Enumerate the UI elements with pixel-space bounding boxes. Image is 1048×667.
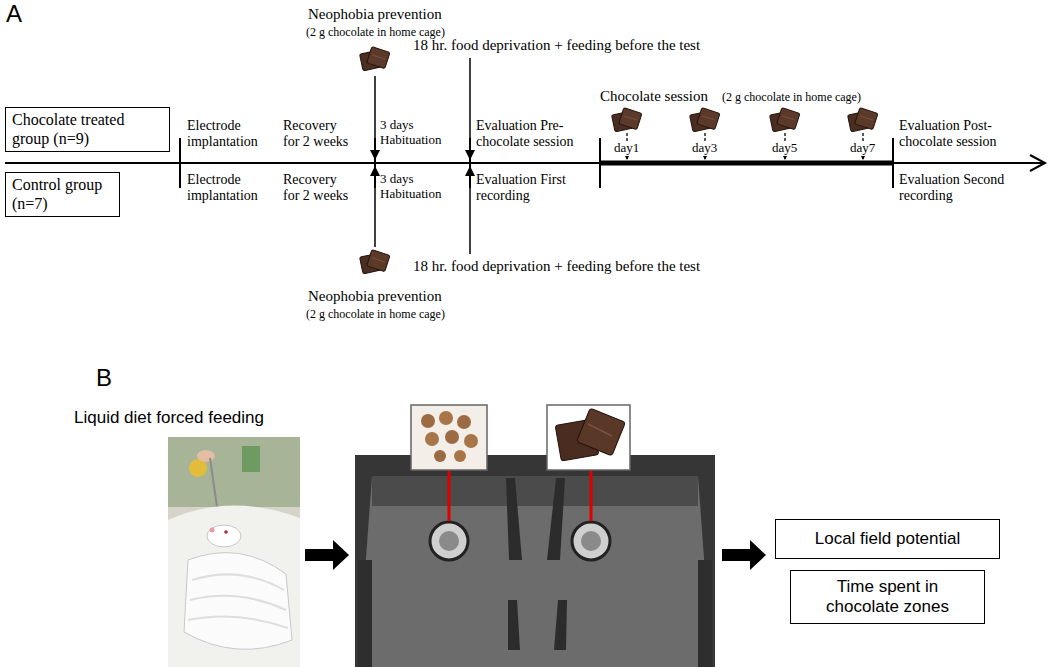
chocolate-inset <box>547 405 630 470</box>
timeline <box>5 162 1044 164</box>
timeline <box>1030 155 1045 171</box>
chocolate-icon <box>612 108 642 132</box>
phase-label: Electrode implantation <box>187 118 279 150</box>
apparatus-photo <box>547 478 565 560</box>
apparatus-photo <box>372 476 698 506</box>
apparatus-photo <box>506 478 522 560</box>
event-arrow <box>374 167 376 247</box>
food-inset <box>454 450 466 462</box>
annotation: (2 g chocolate in home cage) <box>722 91 861 105</box>
day-label: day7 <box>849 141 876 156</box>
feeding-photo <box>168 437 300 667</box>
feeding-photo <box>224 530 228 534</box>
annotation: 18 hr. food deprivation + feeding before… <box>413 258 700 275</box>
day-label: day1 <box>613 141 640 156</box>
output-box: Time spent in chocolate zones <box>790 570 985 624</box>
apparatus-photo <box>358 560 372 667</box>
phase-label: Evaluation Pre-chocolate session <box>476 118 594 150</box>
leader-line <box>590 471 593 521</box>
apparatus-photo <box>358 476 712 667</box>
event-arrow <box>374 76 376 159</box>
feeding-photo <box>197 450 215 462</box>
food-inset <box>434 450 446 462</box>
apparatus-photo <box>698 560 712 667</box>
flow-arrow <box>722 540 766 570</box>
chocolate-icon <box>848 108 878 132</box>
event-arrow <box>375 58 470 254</box>
chocolate-icon <box>360 47 390 71</box>
output-box: Local field potential <box>775 519 1000 559</box>
phase-label: 3 days Habituation <box>380 172 466 202</box>
event-arrow <box>469 58 471 159</box>
chocolate-icon <box>690 108 720 132</box>
annotation: Chocolate session <box>600 88 708 105</box>
photo-caption: Liquid diet forced feeding <box>74 408 264 428</box>
food-inset <box>411 405 487 470</box>
apparatus-photo <box>439 531 459 551</box>
timeline-tick <box>599 138 601 188</box>
phase-label: 3 days Habituation <box>380 118 466 148</box>
apparatus-photo <box>572 522 610 560</box>
feeding-photo <box>168 437 300 667</box>
timeline <box>5 155 1045 171</box>
food-inset <box>439 411 453 425</box>
phase-label: Electrode implantation <box>187 172 279 204</box>
timeline-tick <box>892 138 894 188</box>
leader-line <box>449 471 591 521</box>
feeding-photo <box>207 525 241 547</box>
chocolate-inset <box>577 408 626 456</box>
event-arrow <box>469 167 471 254</box>
phase-label: Evaluation First recording <box>476 172 594 204</box>
chocolate-inset <box>588 424 612 436</box>
phase-label: Evaluation Post-chocolate session <box>899 118 1034 150</box>
food-inset <box>457 415 471 429</box>
feeding-photo <box>188 574 288 628</box>
group-box: Control group (n=7) <box>5 172 120 217</box>
feeding-photo <box>184 553 292 650</box>
phase-label: Recovery for 2 weeks <box>283 118 355 150</box>
apparatus-photo <box>554 600 567 650</box>
annotation: 18 hr. food deprivation + feeding before… <box>413 37 700 54</box>
chocolate-inset <box>547 405 630 470</box>
phase-label: Evaluation Second recording <box>899 172 1009 204</box>
feeding-photo <box>242 446 260 472</box>
apparatus-photo <box>355 455 715 667</box>
box-text: Local field potential <box>786 529 989 549</box>
phase-label: Recovery for 2 weeks <box>283 172 355 204</box>
feeding-photo <box>210 528 215 533</box>
apparatus-photo <box>508 600 520 650</box>
panel-letter: B <box>96 364 112 392</box>
day-arrow <box>627 133 863 159</box>
annotation: Neophobia prevention <box>308 288 442 305</box>
chocolate-icon <box>360 250 390 274</box>
panel-letter: A <box>6 0 22 28</box>
feeding-photo <box>168 505 300 667</box>
food-inset <box>421 414 435 428</box>
food-inset <box>411 405 487 470</box>
group-box: Chocolate treated group (n=9) <box>5 107 170 152</box>
food-inset <box>445 430 459 444</box>
chocolate-icon <box>360 47 878 274</box>
day-label: day3 <box>691 141 718 156</box>
chocolate-icon <box>770 108 800 132</box>
box-text: Control group (n=7) <box>12 176 113 213</box>
flow-arrow <box>305 540 349 570</box>
apparatus-photo <box>355 455 715 667</box>
food-inset <box>425 432 439 446</box>
apparatus-photo <box>430 522 468 560</box>
box-text: Chocolate treated group (n=9) <box>12 111 163 148</box>
food-inset <box>464 434 478 448</box>
annotation: (2 g chocolate in home cage) <box>306 308 445 322</box>
box-text: Time spent in chocolate zones <box>805 577 970 616</box>
leader-line <box>448 471 451 521</box>
feeding-photo <box>168 437 300 507</box>
annotation: Neophobia prevention <box>308 6 442 23</box>
day-label: day5 <box>771 141 798 156</box>
timeline-tick <box>179 138 181 188</box>
timeline <box>600 161 893 166</box>
apparatus-photo <box>581 531 601 551</box>
